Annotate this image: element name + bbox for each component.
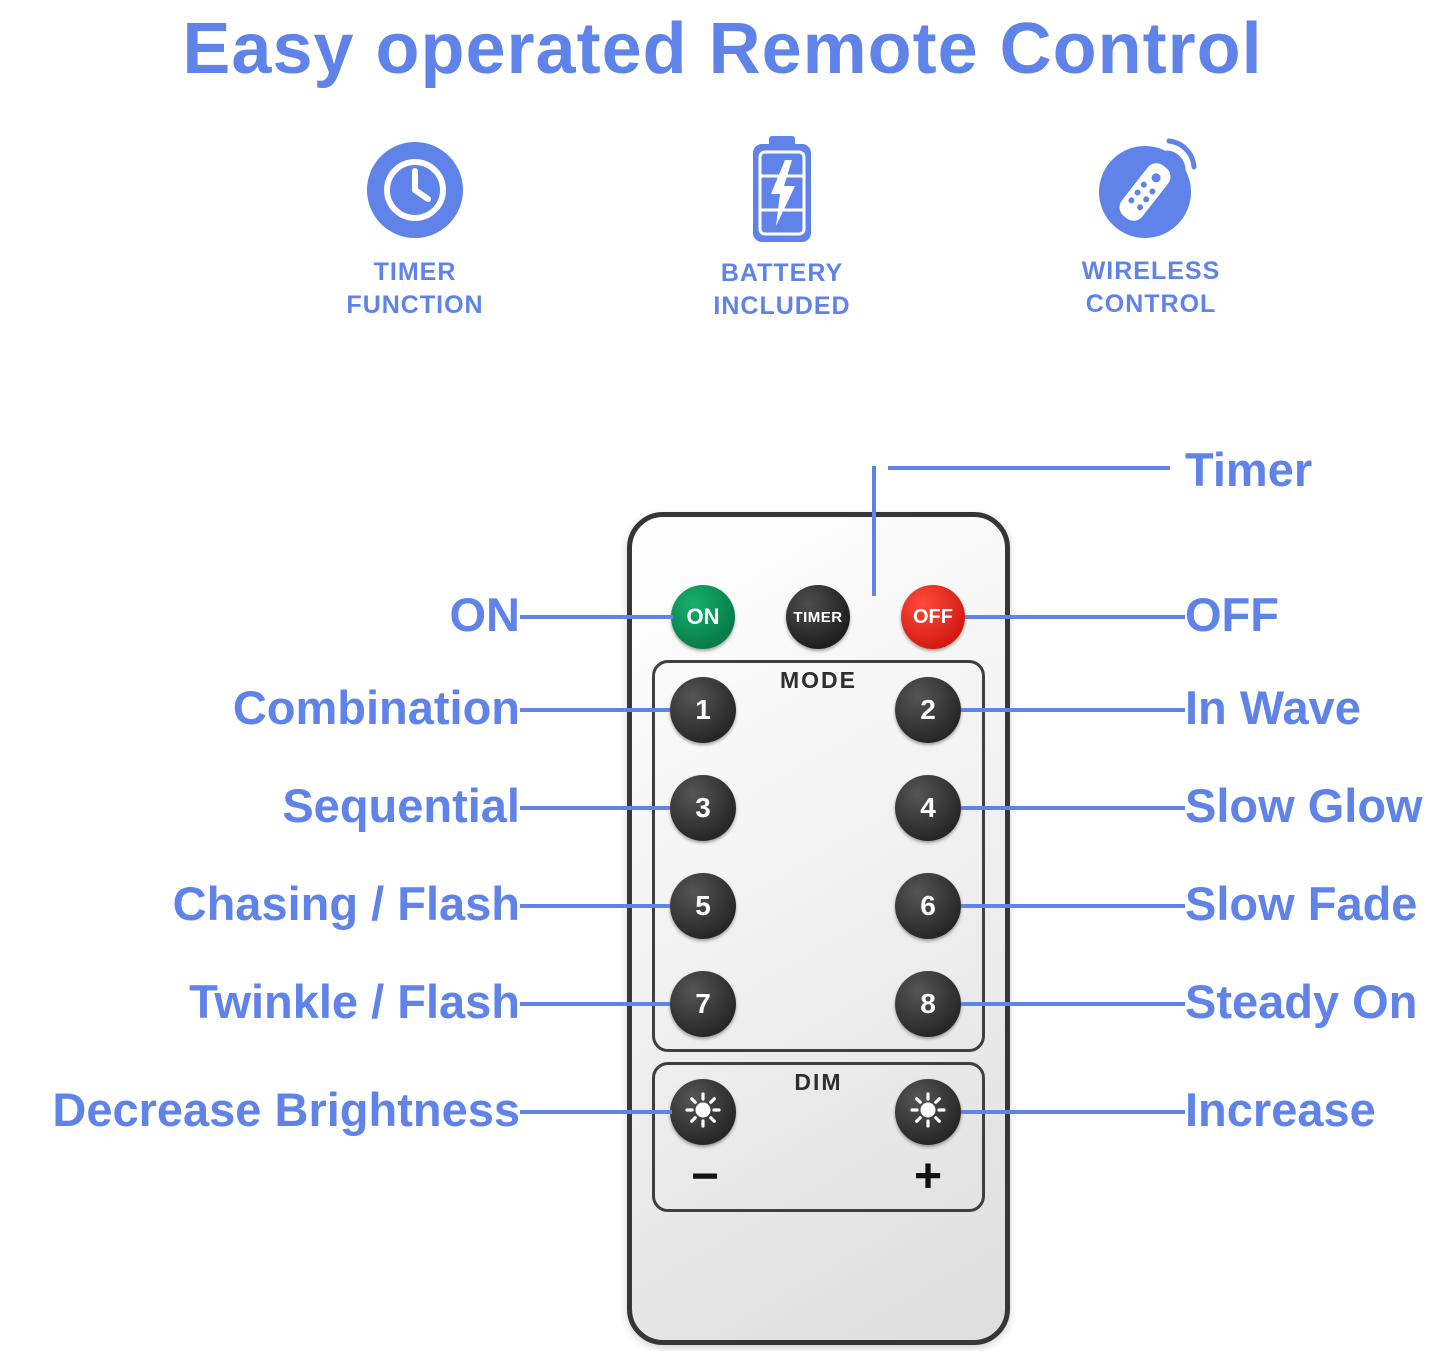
page-title: Easy operated Remote Control — [182, 9, 1263, 89]
mode-button-3: 3 — [670, 775, 736, 841]
feature-wireless-label-line1: WIRELESS — [1081, 257, 1221, 285]
connector-on — [520, 615, 673, 619]
annotation-timer: Timer — [1185, 443, 1313, 496]
connector-sequential — [520, 806, 670, 810]
mode-label: MODE — [780, 667, 857, 693]
annotation-combination: Combination — [232, 681, 520, 734]
mode-button-6: 6 — [895, 873, 961, 939]
feature-timer-label-line2: FUNCTION — [346, 290, 484, 319]
annotation-slow-glow: Slow Glow — [1185, 779, 1423, 832]
dim-panel: DIM — [652, 1062, 985, 1212]
connector-increase — [961, 1110, 1185, 1114]
annotation-in-wave: In Wave — [1185, 681, 1361, 734]
on-button: ON — [671, 585, 735, 649]
timer-button: TIMER — [786, 585, 850, 649]
feature-timer-function: TIMER FUNCTION — [265, 140, 565, 321]
connector-slow-glow — [961, 806, 1185, 810]
connector-decrease-brightness — [520, 1110, 672, 1114]
remote-control: ON TIMER OFF MODE 1 2 3 4 5 6 7 8 DIM — [627, 512, 1010, 1345]
increase-brightness-button — [895, 1079, 961, 1145]
feature-timer-label-line1: TIMER — [373, 258, 457, 286]
dim-plus-sign: + — [913, 1150, 943, 1203]
annotation-sequential: Sequential — [282, 779, 520, 832]
annotation-decrease-brightness: Decrease Brightness — [52, 1083, 520, 1136]
brightness-icon — [683, 1090, 723, 1135]
mode-button-2: 2 — [895, 677, 961, 743]
mode-button-5: 5 — [670, 873, 736, 939]
dim-minus-sign: − — [690, 1150, 720, 1203]
connector-twinkle-flash — [520, 1002, 670, 1006]
brightness-icon — [908, 1090, 948, 1135]
feature-wireless-label-line2: CONTROL — [1085, 289, 1217, 318]
annotation-increase: Increase — [1185, 1083, 1376, 1136]
feature-wireless-control: WIRELESS CONTROL — [1001, 136, 1301, 320]
annotation-slow-fade: Slow Fade — [1185, 877, 1418, 930]
mode-button-4: 4 — [895, 775, 961, 841]
clock-icon — [365, 140, 465, 246]
feature-wireless-label: WIRELESS CONTROL — [1001, 255, 1301, 320]
annotation-chasing-flash: Chasing / Flash — [172, 877, 520, 930]
mode-button-1: 1 — [670, 677, 736, 743]
connector-off — [965, 615, 1185, 619]
connector-chasing-flash — [520, 904, 670, 908]
feature-battery-included: BATTERY INCLUDED — [632, 136, 932, 322]
connector-timer-vertical — [872, 466, 876, 596]
connector-in-wave — [961, 708, 1185, 712]
connector-timer-horizontal — [888, 466, 1170, 470]
annotation-steady-on: Steady On — [1185, 975, 1418, 1028]
annotation-off: OFF — [1185, 588, 1279, 641]
mode-button-8: 8 — [895, 971, 961, 1037]
remote-icon — [1095, 136, 1207, 242]
connector-steady-on — [961, 1002, 1185, 1006]
decrease-brightness-button — [670, 1079, 736, 1145]
feature-battery-label: BATTERY INCLUDED — [632, 257, 932, 322]
dim-label: DIM — [794, 1069, 843, 1095]
mode-panel: MODE 1 2 3 4 5 6 7 8 — [652, 660, 985, 1052]
feature-timer-label: TIMER FUNCTION — [265, 256, 565, 321]
annotation-on: ON — [449, 588, 521, 641]
connector-slow-fade — [961, 904, 1185, 908]
connector-combination — [520, 708, 670, 712]
feature-battery-label-line2: INCLUDED — [713, 291, 851, 320]
mode-button-7: 7 — [670, 971, 736, 1037]
annotation-twinkle-flash: Twinkle / Flash — [189, 975, 520, 1028]
feature-battery-label-line1: BATTERY — [720, 259, 844, 287]
battery-icon — [746, 136, 818, 242]
off-button: OFF — [901, 585, 965, 649]
